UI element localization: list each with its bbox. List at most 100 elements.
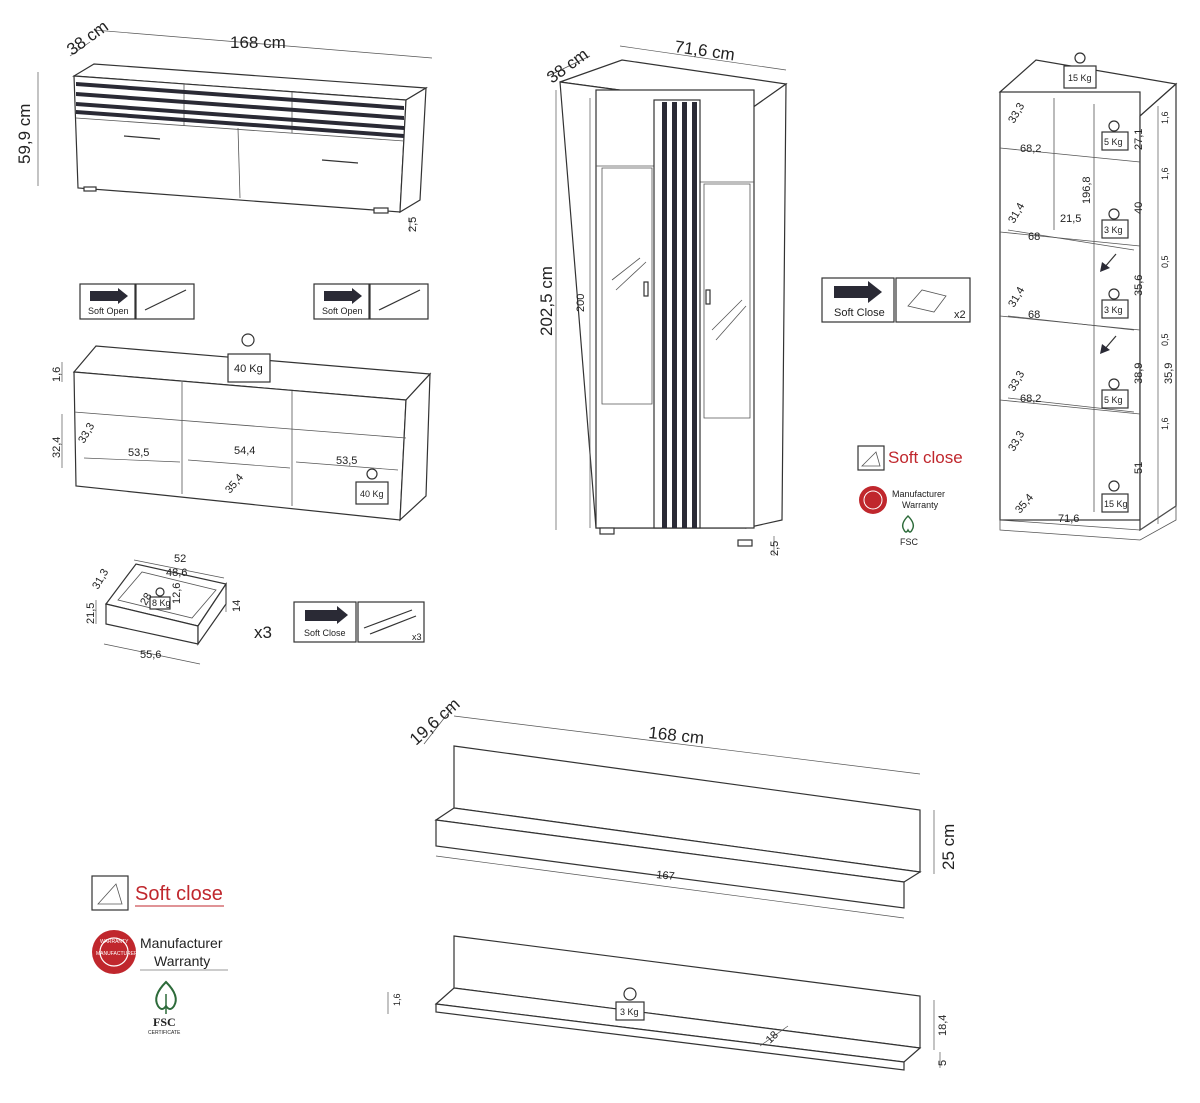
cabinet-soft-close-badge: Soft Close x2 (821, 277, 971, 323)
soft-close-text: Soft close (135, 883, 223, 905)
tall-cabinet (547, 45, 788, 556)
su-r11: 51 (1133, 462, 1145, 474)
su-r5: 0,5 (1160, 255, 1170, 268)
drawer-w-inner: 48,6 (166, 567, 187, 579)
shelf-weight-4: 5 Kg (1101, 378, 1129, 409)
svg-text:15 Kg: 15 Kg (1104, 499, 1128, 509)
soft-open-badge-left: Soft Open (79, 283, 195, 320)
fsc-text: FSC (153, 1015, 176, 1029)
su-w2: 68 (1028, 231, 1040, 243)
drawer-weight-tag: 8 Kg (149, 587, 171, 610)
weight-tag-top: 40 Kg (227, 333, 271, 383)
sb-w-mid: 54,4 (234, 445, 255, 457)
su-w-bottom: 71,6 (1058, 513, 1079, 525)
drawer-d-inner: 28 (138, 591, 155, 608)
su-w3: 68 (1028, 309, 1040, 321)
sideboard-height: 59,9 cm (15, 104, 34, 164)
soft-open-label: Soft Open (322, 306, 363, 316)
sb-inner-height: 32,4 (51, 437, 63, 458)
seal-top-text: WARRANTY (100, 939, 129, 945)
wall-shelf-width: 168 cm (648, 723, 705, 748)
shelf-weight-2: 3 Kg (1101, 208, 1129, 239)
su-r3: 1,6 (1160, 167, 1170, 180)
su-r10: 1,6 (1160, 417, 1170, 430)
shelf-unit (998, 59, 1178, 541)
cabinet-stripes (662, 102, 697, 528)
drawer-count: x3 (254, 623, 272, 642)
drawer-h-outer: 14 (231, 600, 243, 612)
svg-text:40 Kg: 40 Kg (360, 489, 384, 499)
su-r7: 0,5 (1160, 333, 1170, 346)
sb-w-left: 53,5 (128, 447, 149, 459)
sideboard-feet: 2,5 (407, 217, 419, 232)
sideboard-exterior (37, 29, 433, 232)
svg-text:3 Kg: 3 Kg (1104, 305, 1123, 315)
svg-text:40 Kg: 40 Kg (234, 363, 263, 375)
drawer-d-outer: 31,3 (90, 567, 111, 592)
wall-shelf-height: 25 cm (939, 824, 958, 870)
svg-text:5 Kg: 5 Kg (1104, 137, 1123, 147)
sideboard-stripes (76, 82, 404, 138)
sb-w-right: 53,5 (336, 455, 357, 467)
svg-text:3 Kg: 3 Kg (620, 1007, 639, 1017)
su-w4: 68,2 (1020, 393, 1041, 405)
soft-close-label: Soft Close (834, 307, 885, 319)
sideboard-interior (61, 345, 432, 522)
wall-shelf-front (423, 707, 935, 919)
soft-open-badge-right: Soft Open (313, 283, 429, 320)
su-h-total: 196,8 (1081, 176, 1093, 204)
drawer-front-w: 55,6 (140, 649, 161, 661)
wall-shelf-depth: 19,6 cm (406, 694, 464, 749)
wall-shelf-back (387, 935, 941, 1071)
wall-shelf-lip: 1,6 (392, 993, 402, 1006)
svg-text:15 Kg: 15 Kg (1068, 73, 1092, 83)
hinge-count: x2 (954, 309, 966, 321)
sb-inner-top: 1,6 (51, 367, 63, 382)
soft-open-label: Soft Open (88, 306, 129, 316)
svg-text:5 Kg: 5 Kg (1104, 395, 1123, 405)
su-r8: 38,9 (1133, 363, 1145, 384)
soft-close-badge-mid: Soft close (857, 445, 963, 471)
cabinet-width: 71,6 cm (673, 37, 736, 64)
soft-close-text: Soft close (888, 448, 963, 467)
warranty-text: Warranty (902, 500, 939, 510)
soft-close-badge: Soft close (91, 875, 224, 911)
shelf-weight-3: 3 Kg (1101, 288, 1129, 319)
manufacturer-text: Manufacturer (892, 489, 945, 499)
seal-bottom-text: MANUFACTURER (96, 951, 138, 957)
shelf-weight-top: 15 Kg (1063, 52, 1097, 89)
sideboard-width: 168 cm (230, 33, 286, 52)
soft-close-label: Soft Close (304, 628, 346, 638)
su-r9: 35,9 (1163, 363, 1175, 384)
svg-text:8 Kg: 8 Kg (152, 598, 171, 608)
manufacturer-text: Manufacturer (140, 935, 223, 951)
drawer-h-front: 21,5 (85, 603, 97, 624)
fsc-sub-text: CERTIFICATE (148, 1030, 181, 1036)
su-r6: 35,6 (1133, 275, 1145, 296)
wall-shelf-back-h: 18,4 (937, 1015, 949, 1036)
su-r2: 27,1 (1133, 129, 1145, 150)
cabinet-height: 202,5 cm (537, 266, 556, 336)
drawer-soft-close-badge: Soft Close x3 (293, 601, 425, 643)
cabinet-feet: 2,5 (769, 541, 781, 556)
fsc-badge: FSC CERTIFICATE (146, 978, 186, 1036)
manufacturer-warranty-badge: WARRANTY MANUFACTURER Manufacturer Warra… (92, 930, 228, 974)
rail-count: x3 (412, 632, 422, 642)
wall-shelf-weight: 3 Kg (615, 987, 645, 1021)
wall-shelf-shelf-h: 5 (937, 1060, 949, 1066)
shelf-weight-1: 5 Kg (1101, 120, 1129, 151)
cabinet-inner-height: 200 (575, 294, 587, 312)
drawer-diagram (95, 559, 227, 665)
sideboard-depth: 38 cm (63, 17, 112, 60)
su-r4: 40 (1133, 202, 1145, 214)
drawer-h-inner: 12,6 (171, 583, 183, 604)
fsc-badge-mid: FSC (900, 515, 919, 547)
fsc-text: FSC (900, 537, 919, 547)
su-r1: 1,6 (1160, 111, 1170, 124)
weight-tag-inner: 40 Kg (355, 468, 389, 505)
su-w1: 68,2 (1020, 143, 1041, 155)
warranty-badge-mid: Manufacturer Warranty (859, 486, 945, 514)
warranty-text: Warranty (154, 953, 210, 969)
wall-shelf-inner-w: 167 (656, 869, 676, 883)
